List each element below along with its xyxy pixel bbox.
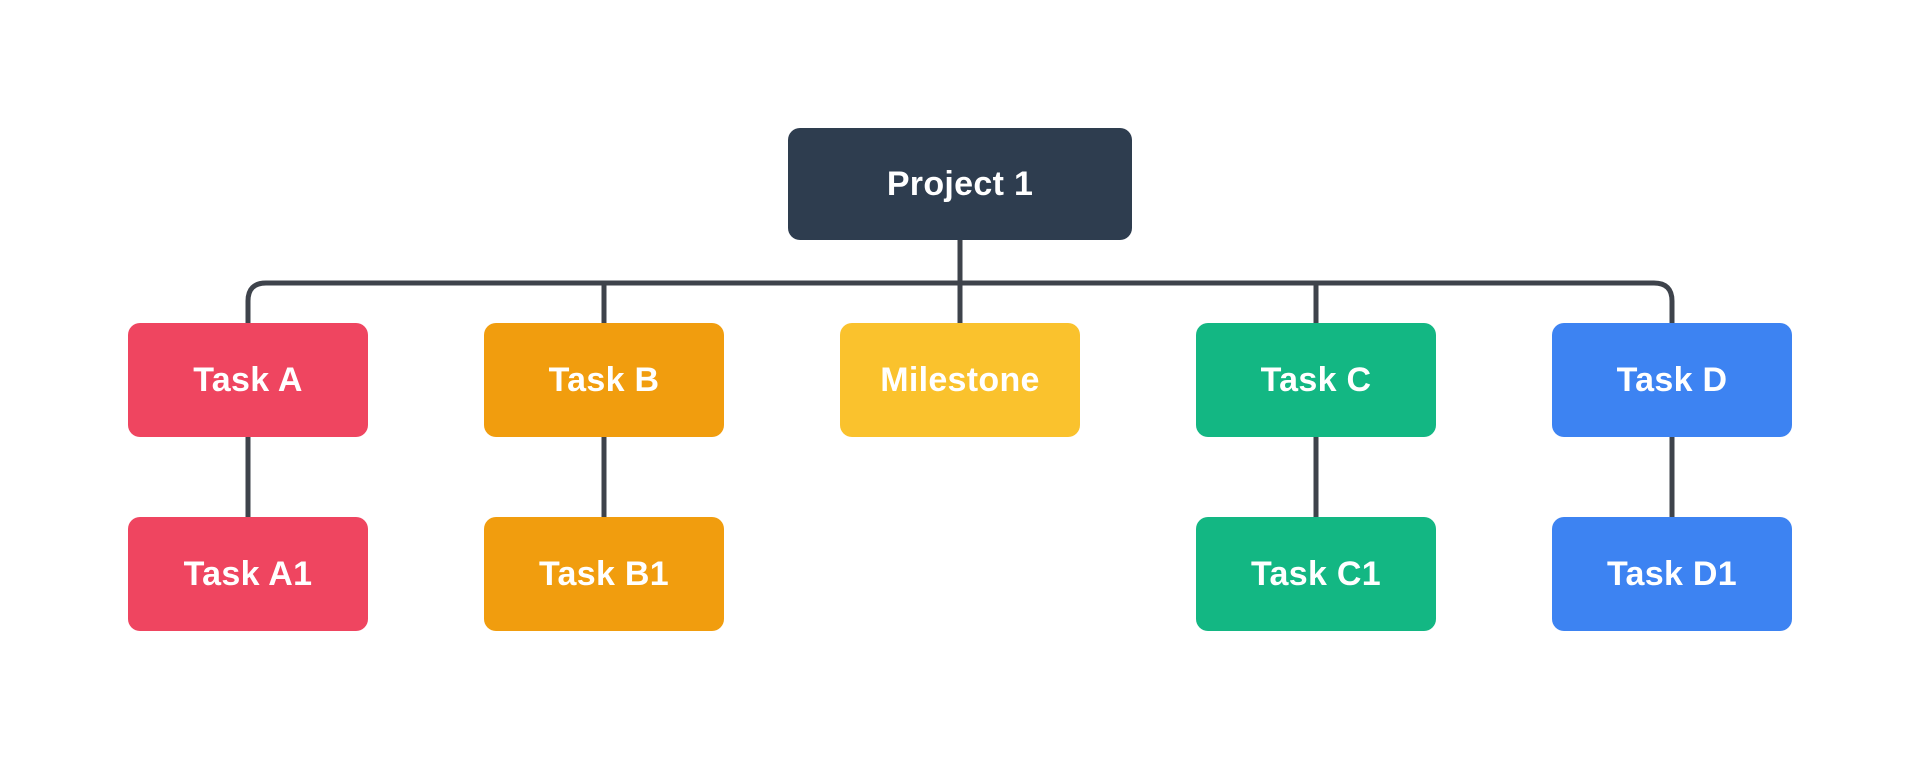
node-label: Milestone <box>880 360 1040 399</box>
node-task-d1[interactable]: Task D1 <box>1552 517 1792 631</box>
node-task-c[interactable]: Task C <box>1196 323 1436 437</box>
node-task-b[interactable]: Task B <box>484 323 724 437</box>
node-task-a1[interactable]: Task A1 <box>128 517 368 631</box>
node-label: Task D1 <box>1607 554 1737 593</box>
node-label: Task A1 <box>183 554 313 593</box>
node-label: Task C1 <box>1251 554 1381 593</box>
node-milestone[interactable]: Milestone <box>840 323 1080 437</box>
node-task-a[interactable]: Task A <box>128 323 368 437</box>
node-task-c1[interactable]: Task C1 <box>1196 517 1436 631</box>
node-label: Task C <box>1260 360 1372 399</box>
node-label: Task B1 <box>539 554 669 593</box>
node-label: Task D <box>1616 360 1728 399</box>
node-project-1[interactable]: Project 1 <box>788 128 1132 240</box>
node-task-b1[interactable]: Task B1 <box>484 517 724 631</box>
node-task-d[interactable]: Task D <box>1552 323 1792 437</box>
node-label: Task B <box>548 360 660 399</box>
connector-line <box>245 280 1675 323</box>
node-label: Project 1 <box>886 164 1034 203</box>
node-label: Task A <box>193 360 303 399</box>
